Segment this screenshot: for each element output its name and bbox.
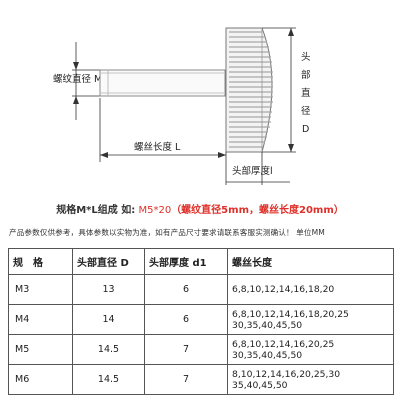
cell-head-diameter: 14.5 <box>72 364 145 395</box>
head-thickness-dimension <box>226 152 290 185</box>
table-row: M3 13 6 6,8,10,12,14,16,18,20 <box>8 274 394 305</box>
table-header-row: 规 格 头部直径 D 头部厚度 d1 螺丝长度 <box>8 248 394 275</box>
header-head-diameter: 头部直径 D <box>72 248 145 275</box>
header-head-thickness: 头部厚度 d1 <box>144 248 228 275</box>
cell-model: M6 <box>8 364 73 395</box>
cell-head-thickness: 7 <box>144 364 228 395</box>
cell-head-thickness: 6 <box>144 304 228 335</box>
spec-example: M5*20 <box>138 205 172 216</box>
parameter-note: 产品参数仅供参考，具体参数以实物为准，如有产品尺寸要求请联系客服实测确认！ 单位… <box>9 228 325 237</box>
spec-example-line: 规格M*L组成 如: M5*20（螺纹直径5mm，螺丝长度20mm） <box>0 201 400 216</box>
svg-text:径: 径 <box>301 105 311 117</box>
length-line: 6,8,10,12,14,16,20,25 <box>232 338 335 350</box>
thread-diameter-dimension <box>72 42 106 120</box>
cell-model: M3 <box>8 274 73 305</box>
svg-text:部: 部 <box>301 69 311 81</box>
cell-model: M4 <box>8 304 73 335</box>
head-diameter-label: 头 部 直 径 D <box>301 51 311 135</box>
screw-shank <box>99 69 226 97</box>
cell-head-thickness: 6 <box>144 274 228 305</box>
screw-drawing: 螺纹直径 M <box>53 27 311 185</box>
knurled-head <box>225 27 273 153</box>
table-row: M4 14 6 6,8,10,12,14,16,18,20,25 30,35,4… <box>8 304 394 335</box>
header-model: 规 格 <box>8 248 73 275</box>
cell-screw-length: 6,8,10,12,14,16,20,25 30,35,40,45,50 <box>227 334 394 365</box>
head-diameter-dimension <box>262 27 296 153</box>
svg-text:D: D <box>302 124 309 135</box>
cell-head-thickness: 7 <box>144 334 228 365</box>
head-thickness-label: 头部厚度l <box>232 165 273 177</box>
cell-model: M5 <box>8 334 73 365</box>
table-row: M5 14.5 7 6,8,10,12,14,16,20,25 30,35,40… <box>8 334 394 365</box>
length-line: 35,40,45,50 <box>232 379 288 391</box>
cell-head-diameter: 14.5 <box>72 334 145 365</box>
cell-head-diameter: 14 <box>72 304 145 335</box>
thread-length-dimension <box>99 98 227 185</box>
spec-lead: 规格M*L组成 如: <box>56 205 136 216</box>
length-line: 30,35,40,45,50 <box>232 349 303 361</box>
header-screw-length: 螺丝长度 <box>227 248 394 275</box>
table-row: M6 14.5 7 8,10,12,14,16,20,25,30 35,40,4… <box>8 364 394 395</box>
length-line: 30,35,40,45,50 <box>232 319 303 331</box>
cell-screw-length: 6,8,10,12,14,16,18,20 <box>227 274 394 305</box>
svg-text:头: 头 <box>301 51 311 63</box>
cell-head-diameter: 13 <box>72 274 145 305</box>
cell-screw-length: 6,8,10,12,14,16,18,20,25 30,35,40,45,50 <box>227 304 394 335</box>
length-line: 8,10,12,14,16,20,25,30 <box>232 368 341 380</box>
thread-length-label: 螺丝长度 L <box>134 141 181 153</box>
length-line: 6,8,10,12,14,16,18,20,25 <box>232 308 349 320</box>
cell-screw-length: 8,10,12,14,16,20,25,30 35,40,45,50 <box>227 364 394 395</box>
thread-diameter-label: 螺纹直径 M <box>53 73 102 85</box>
svg-text:直: 直 <box>301 87 311 99</box>
length-line: 6,8,10,12,14,16,18,20 <box>232 284 335 295</box>
spec-table: 规 格 头部直径 D 头部厚度 d1 螺丝长度 M3 13 6 6,8,10,1… <box>8 248 394 395</box>
spec-detail: （螺纹直径5mm，螺丝长度20mm） <box>171 205 344 216</box>
